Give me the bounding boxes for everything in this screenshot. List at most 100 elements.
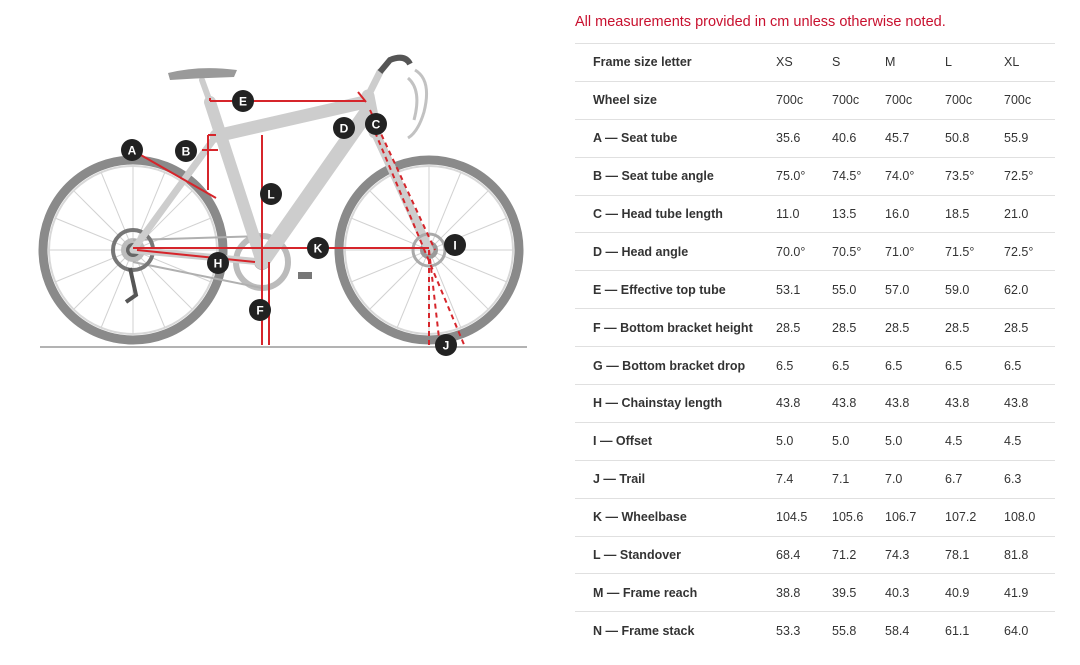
row-value: 43.8 <box>885 396 910 411</box>
row-value: 6.3 <box>1004 472 1022 487</box>
row-value: 61.1 <box>945 624 970 639</box>
row-label: J — Trail <box>593 472 646 487</box>
row-value: 58.4 <box>885 624 910 639</box>
marker-i: I <box>444 234 466 256</box>
row-value: 40.3 <box>885 585 910 600</box>
table-row: F — Bottom bracket height 28.5 28.5 28.5 28.… <box>575 308 1055 347</box>
row-label: K — Wheelbase <box>593 510 687 525</box>
row-label: F — Bottom bracket height <box>593 320 753 335</box>
row-value: 18.5 <box>945 207 970 221</box>
svg-text:D: D <box>340 122 349 136</box>
header-size: XL <box>1004 55 1020 70</box>
row-value: 108.0 <box>1004 510 1036 525</box>
row-value: 6.5 <box>1004 358 1022 373</box>
row-value: 106.7 <box>885 510 917 525</box>
row-value: 4.5 <box>945 434 963 449</box>
row-value: 700c <box>945 93 973 108</box>
row-value: 73.5° <box>945 169 975 184</box>
row-value: 28.5 <box>885 320 910 335</box>
svg-text:J: J <box>443 339 450 353</box>
row-value: 4.5 <box>1004 434 1022 449</box>
row-value: 81.8 <box>1004 548 1029 563</box>
geometry-table: Frame size letter XS S M L XL Wheel size… <box>575 43 1055 650</box>
row-value: 55.0 <box>832 282 857 297</box>
row-value: 71.0° <box>885 244 915 259</box>
saddle <box>168 68 237 80</box>
bike-illustration: A B C D E F H I J K L <box>38 54 527 356</box>
svg-text:L: L <box>267 188 274 202</box>
row-value: 6.5 <box>832 358 850 373</box>
svg-text:F: F <box>256 304 263 318</box>
row-value: 5.0 <box>832 434 850 449</box>
row-value: 43.8 <box>832 396 857 411</box>
geometry-diagram: A B C D E F H I J K L <box>30 40 540 370</box>
row-label: G — Bottom bracket drop <box>593 358 746 373</box>
row-value: 45.7 <box>885 131 910 146</box>
row-value: 62.0 <box>1004 282 1029 297</box>
row-label: I — Offset <box>593 434 653 449</box>
row-value: 40.6 <box>832 131 857 146</box>
row-value: 59.0 <box>945 282 970 297</box>
row-value: 43.8 <box>776 396 801 411</box>
marker-a: A <box>121 139 143 161</box>
handlebar <box>377 54 413 74</box>
row-value: 700c <box>776 93 804 108</box>
row-value: 71.2 <box>832 548 857 563</box>
row-label: L — Standover <box>593 548 681 563</box>
row-label: C — Head tube length <box>593 207 723 221</box>
svg-text:I: I <box>453 239 456 253</box>
row-value: 13.5 <box>832 207 857 221</box>
row-value: 74.0° <box>885 169 915 184</box>
row-label: M — Frame reach <box>593 585 698 600</box>
row-value: 5.0 <box>885 434 903 449</box>
marker-f: F <box>249 299 271 321</box>
row-value: 7.1 <box>832 472 850 487</box>
row-value: 6.5 <box>945 358 963 373</box>
svg-text:C: C <box>372 118 381 132</box>
header-label: Frame size letter <box>593 55 692 70</box>
marker-b: B <box>175 140 197 162</box>
header-size: M <box>885 55 896 70</box>
marker-h: H <box>207 252 229 274</box>
row-value: 70.5° <box>832 244 862 259</box>
svg-text:K: K <box>314 242 323 256</box>
row-value: 38.8 <box>776 585 801 600</box>
row-value: 700c <box>832 93 860 108</box>
row-value: 28.5 <box>832 320 857 335</box>
marker-l: L <box>260 183 282 205</box>
row-value: 6.7 <box>945 472 963 487</box>
row-value: 53.3 <box>776 624 801 639</box>
header-size: L <box>945 55 952 70</box>
row-value: 28.5 <box>945 320 970 335</box>
row-value: 53.1 <box>776 282 801 297</box>
marker-e: E <box>232 90 254 112</box>
row-value: 43.8 <box>1004 396 1029 411</box>
row-value: 57.0 <box>885 282 910 297</box>
row-value: 41.9 <box>1004 585 1029 600</box>
marker-k: K <box>307 237 329 259</box>
row-value: 7.0 <box>885 472 903 487</box>
row-value: 28.5 <box>776 320 801 335</box>
row-value: 68.4 <box>776 548 801 563</box>
row-value: 104.5 <box>776 510 808 525</box>
svg-text:B: B <box>182 145 191 159</box>
row-value: 71.5° <box>945 244 975 259</box>
row-label: D — Head angle <box>593 244 689 259</box>
row-value: 107.2 <box>945 510 977 525</box>
row-value: 74.3 <box>885 548 910 563</box>
row-value: 16.0 <box>885 207 910 221</box>
header-size: XS <box>776 55 793 70</box>
row-value: 700c <box>1004 93 1032 108</box>
row-value: 11.0 <box>776 207 800 221</box>
